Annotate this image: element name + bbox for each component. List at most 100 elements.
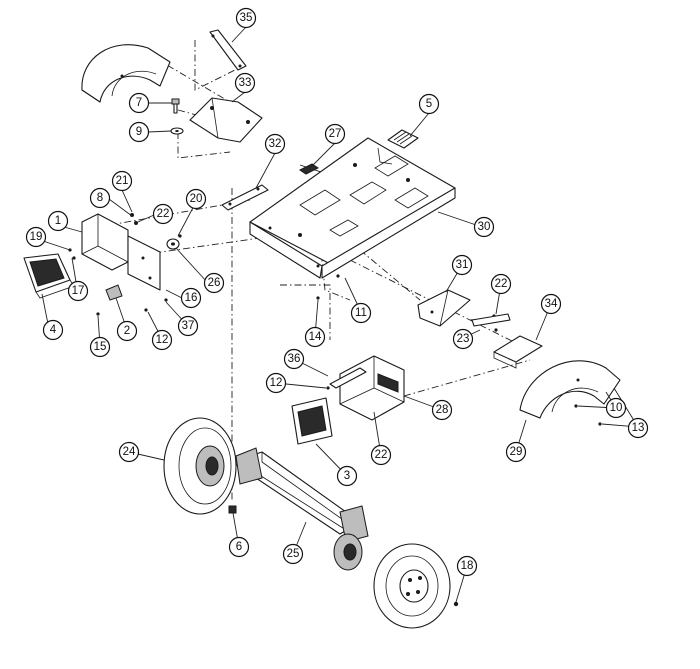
bolt-7 (171, 98, 180, 114)
svg-text:6: 6 (236, 541, 242, 553)
svg-text:25: 25 (287, 548, 300, 560)
svg-text:21: 21 (116, 175, 129, 187)
part-30-main-frame (249, 137, 456, 279)
callout-3: 3 (336, 465, 358, 487)
svg-text:26: 26 (208, 277, 221, 289)
callout-33: 33 (234, 72, 256, 94)
svg-text:3: 3 (344, 470, 350, 482)
svg-text:36: 36 (288, 353, 301, 365)
callout-11: 11 (350, 302, 372, 324)
washer-9 (170, 127, 184, 135)
svg-text:37: 37 (182, 320, 195, 332)
callout-7: 7 (128, 92, 150, 114)
svg-text:10: 10 (610, 402, 623, 414)
svg-text:15: 15 (94, 341, 107, 353)
svg-text:9: 9 (136, 126, 142, 138)
part-35-bracket (209, 29, 247, 71)
callout-22-c: 22 (370, 444, 392, 466)
svg-text:12: 12 (270, 377, 283, 389)
svg-text:16: 16 (185, 292, 198, 304)
svg-text:30: 30 (478, 221, 491, 233)
fender-right (519, 360, 621, 419)
callout-28: 28 (431, 399, 453, 421)
svg-text:35: 35 (240, 12, 253, 24)
part-5-label (387, 129, 419, 149)
svg-text:19: 19 (30, 231, 43, 243)
svg-text:12: 12 (156, 334, 169, 346)
part-1-light-bracket (81, 213, 161, 291)
callout-31: 31 (451, 254, 473, 276)
part-26-grommet (166, 238, 180, 250)
callout-5: 5 (418, 93, 440, 115)
wheel-right (373, 543, 459, 629)
callout-14: 14 (304, 326, 326, 348)
callout-18: 18 (456, 555, 478, 577)
callout-10: 10 (605, 397, 627, 419)
callout-34: 34 (540, 293, 562, 315)
callout-30: 30 (473, 216, 495, 238)
callout-8: 8 (89, 187, 111, 209)
callout-6: 6 (228, 536, 250, 558)
part-28-light-bracket (339, 355, 405, 421)
callout-9: 9 (128, 121, 150, 143)
svg-text:13: 13 (632, 422, 645, 434)
svg-text:5: 5 (426, 98, 432, 110)
callout-13: 13 (627, 417, 649, 439)
callout-23: 23 (452, 328, 474, 350)
svg-text:27: 27 (329, 128, 342, 140)
callout-16: 16 (180, 287, 202, 309)
wheel-left (163, 417, 237, 515)
svg-text:24: 24 (123, 446, 136, 458)
part-33-mount-plate (189, 97, 263, 143)
callout-2: 2 (116, 320, 138, 342)
part-34-mount-plate (493, 335, 543, 369)
callout-12-a: 12 (151, 329, 173, 351)
callout-12-b: 12 (265, 372, 287, 394)
callout-22-a: 22 (152, 203, 174, 225)
svg-text:4: 4 (50, 324, 57, 336)
callout-20: 20 (185, 188, 207, 210)
svg-text:20: 20 (190, 193, 203, 205)
svg-text:17: 17 (72, 285, 85, 297)
callout-22-b: 22 (490, 273, 512, 295)
svg-text:14: 14 (309, 331, 322, 343)
part-36-bracket (329, 367, 367, 389)
callout-17: 17 (67, 280, 89, 302)
svg-text:22: 22 (157, 208, 170, 220)
callout-1: 1 (47, 210, 69, 232)
part-27-plate (299, 163, 319, 175)
callout-4: 4 (42, 319, 64, 341)
callout-19: 19 (25, 226, 47, 248)
svg-text:18: 18 (461, 560, 474, 572)
callout-24: 24 (118, 441, 140, 463)
part-32-strap (221, 184, 269, 211)
svg-text:28: 28 (436, 404, 449, 416)
svg-text:11: 11 (355, 307, 367, 319)
part-31-bracket (417, 289, 471, 327)
part-23-strap (471, 313, 511, 327)
part-2-clip (105, 284, 123, 301)
svg-text:31: 31 (456, 259, 469, 271)
svg-text:22: 22 (375, 449, 388, 461)
svg-text:2: 2 (124, 325, 130, 337)
svg-text:8: 8 (97, 192, 103, 204)
svg-text:34: 34 (545, 298, 558, 310)
svg-text:22: 22 (495, 278, 508, 290)
callout-35: 35 (235, 7, 257, 29)
svg-text:7: 7 (136, 97, 142, 109)
callout-36: 36 (283, 348, 305, 370)
callout-15: 15 (89, 336, 111, 358)
part-25-axle (231, 447, 369, 543)
svg-text:1: 1 (55, 215, 61, 227)
fender-left (81, 44, 171, 103)
svg-text:32: 32 (269, 138, 282, 150)
hub-right (333, 533, 363, 571)
callout-37: 37 (177, 315, 199, 337)
part-4-tail-lamp (23, 253, 75, 299)
callout-25: 25 (282, 543, 304, 565)
callout-29: 29 (505, 441, 527, 463)
svg-text:33: 33 (239, 77, 252, 89)
svg-text:23: 23 (457, 333, 470, 345)
part-3-tail-lamp (291, 397, 333, 445)
